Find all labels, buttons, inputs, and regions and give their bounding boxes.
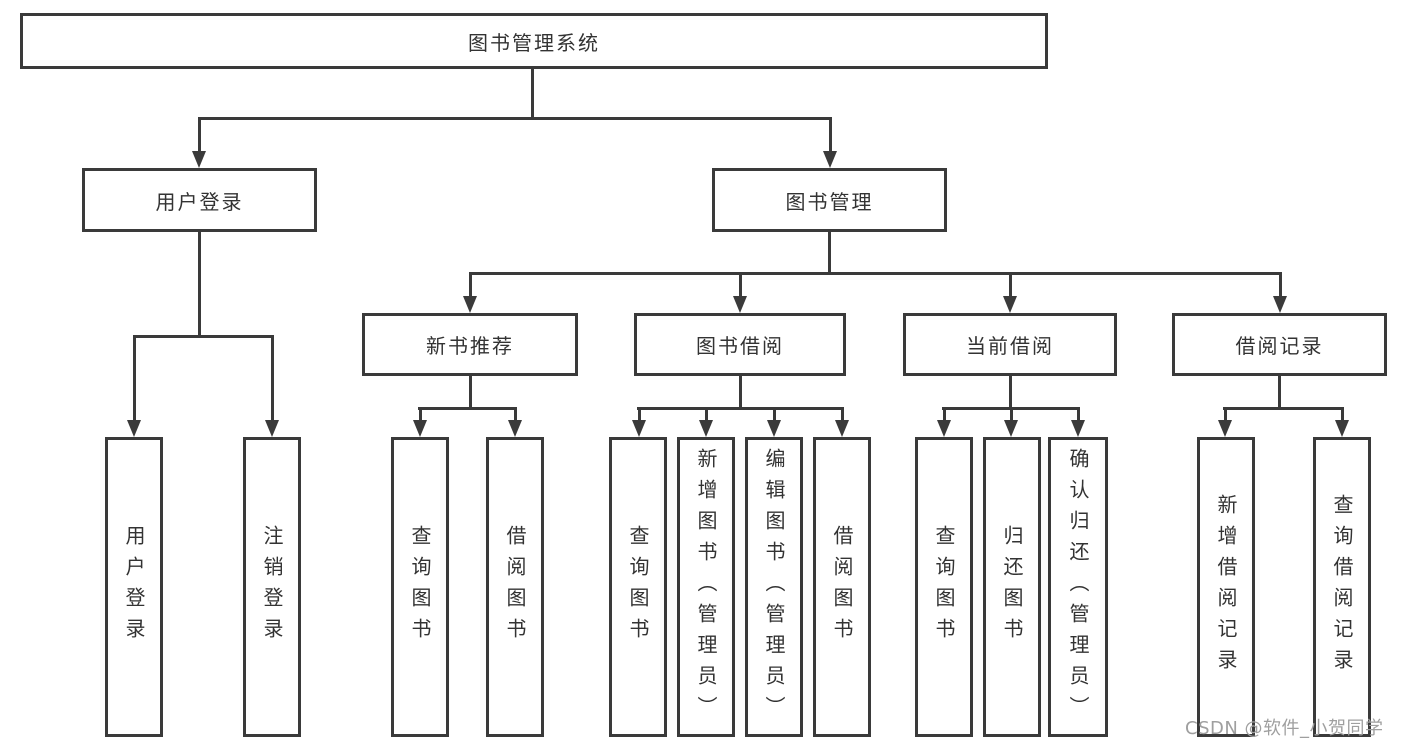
tree-line (739, 272, 742, 298)
tree-line (531, 69, 534, 117)
leaf-query-borrow-record: 查询借阅记录 (1313, 437, 1371, 737)
node-new-book-recommendation: 新书推荐 (362, 313, 578, 376)
node-user-login: 用户登录 (82, 168, 317, 232)
tree-line (1077, 407, 1080, 422)
node-label: 用户登录 (155, 189, 244, 214)
node-library-system: 图书管理系统 (20, 13, 1048, 69)
tree-line (1009, 272, 1012, 298)
leaf-edit-books-admin: 编辑图书（管理员） (745, 437, 803, 737)
arrowhead (192, 151, 206, 168)
arrowhead (463, 296, 477, 313)
tree-line (271, 335, 274, 421)
node-book-management: 图书管理 (712, 168, 947, 232)
node-label: 查询图书 (626, 525, 650, 649)
tree-line (419, 407, 422, 422)
arrowhead (508, 420, 522, 437)
watermark-text: CSDN @软件_小贺同学 (1185, 718, 1384, 739)
tree-line (638, 407, 641, 422)
arrowhead (1071, 420, 1085, 437)
tree-line (1279, 272, 1282, 298)
arrowhead (1004, 420, 1018, 437)
leaf-confirm-return-admin: 确认归还（管理员） (1048, 437, 1108, 737)
tree-line (828, 232, 831, 272)
leaf-query-books-1: 查询图书 (391, 437, 449, 737)
arrowhead (632, 420, 646, 437)
tree-line (1341, 407, 1344, 422)
node-label: 新增借阅记录 (1214, 494, 1238, 680)
node-label: 借阅图书 (830, 525, 854, 649)
leaf-query-books-2: 查询图书 (609, 437, 667, 737)
tree-line (469, 376, 472, 407)
arrowhead (767, 420, 781, 437)
node-label: 查询图书 (408, 525, 432, 649)
tree-line (133, 335, 136, 421)
tree-line (133, 335, 274, 338)
tree-line (1223, 407, 1343, 410)
node-label: 注销登录 (260, 525, 284, 649)
tree-line (1278, 376, 1281, 407)
node-book-borrowing: 图书借阅 (634, 313, 846, 376)
tree-line (829, 117, 832, 153)
leaf-borrow-books-1: 借阅图书 (486, 437, 544, 737)
tree-line (773, 407, 776, 422)
tree-line (705, 407, 708, 422)
leaf-query-books-3: 查询图书 (915, 437, 973, 737)
arrowhead (823, 151, 837, 168)
arrowhead (265, 420, 279, 437)
leaf-borrow-books-2: 借阅图书 (813, 437, 871, 737)
tree-line (198, 232, 201, 335)
tree-line (943, 407, 946, 422)
tree-line (198, 117, 832, 120)
tree-line (469, 272, 472, 298)
tree-line (1224, 407, 1227, 422)
arrowhead (733, 296, 747, 313)
node-label: 查询图书 (932, 525, 956, 649)
node-label: 借阅图书 (503, 525, 527, 649)
node-label: 新书推荐 (426, 334, 514, 358)
arrowhead (127, 420, 141, 437)
arrowhead (835, 420, 849, 437)
tree-line (841, 407, 844, 422)
node-current-borrowing: 当前借阅 (903, 313, 1117, 376)
node-label: 编辑图书（管理员） (762, 447, 786, 727)
node-label: 借阅记录 (1235, 334, 1324, 358)
node-label: 查询借阅记录 (1330, 494, 1354, 680)
arrowhead (1003, 296, 1017, 313)
arrowhead (1335, 420, 1349, 437)
node-label: 当前借阅 (966, 334, 1054, 358)
arrowhead (1218, 420, 1232, 437)
tree-line (418, 407, 517, 410)
node-borrowing-records: 借阅记录 (1172, 313, 1387, 376)
leaf-logout: 注销登录 (243, 437, 301, 737)
leaf-user-login: 用户登录 (105, 437, 163, 737)
node-label: 图书借阅 (696, 334, 784, 358)
node-label: 归还图书 (1000, 525, 1024, 649)
node-label: 确认归还（管理员） (1066, 447, 1090, 727)
arrowhead (699, 420, 713, 437)
leaf-return-books: 归还图书 (983, 437, 1041, 737)
node-label: 新增图书（管理员） (694, 447, 718, 727)
tree-line (1010, 407, 1013, 422)
tree-line (637, 407, 844, 410)
leaf-add-borrow-record: 新增借阅记录 (1197, 437, 1255, 737)
tree-line (198, 117, 201, 153)
arrowhead (413, 420, 427, 437)
arrowhead (1273, 296, 1287, 313)
tree-line (514, 407, 517, 422)
leaf-add-books-admin: 新增图书（管理员） (677, 437, 735, 737)
node-label: 用户登录 (122, 525, 146, 649)
arrowhead (937, 420, 951, 437)
tree-line (469, 272, 1281, 275)
tree-line (1009, 376, 1012, 407)
node-label: 图书管理系统 (468, 30, 600, 55)
node-label: 图书管理 (785, 189, 874, 214)
tree-line (739, 376, 742, 407)
